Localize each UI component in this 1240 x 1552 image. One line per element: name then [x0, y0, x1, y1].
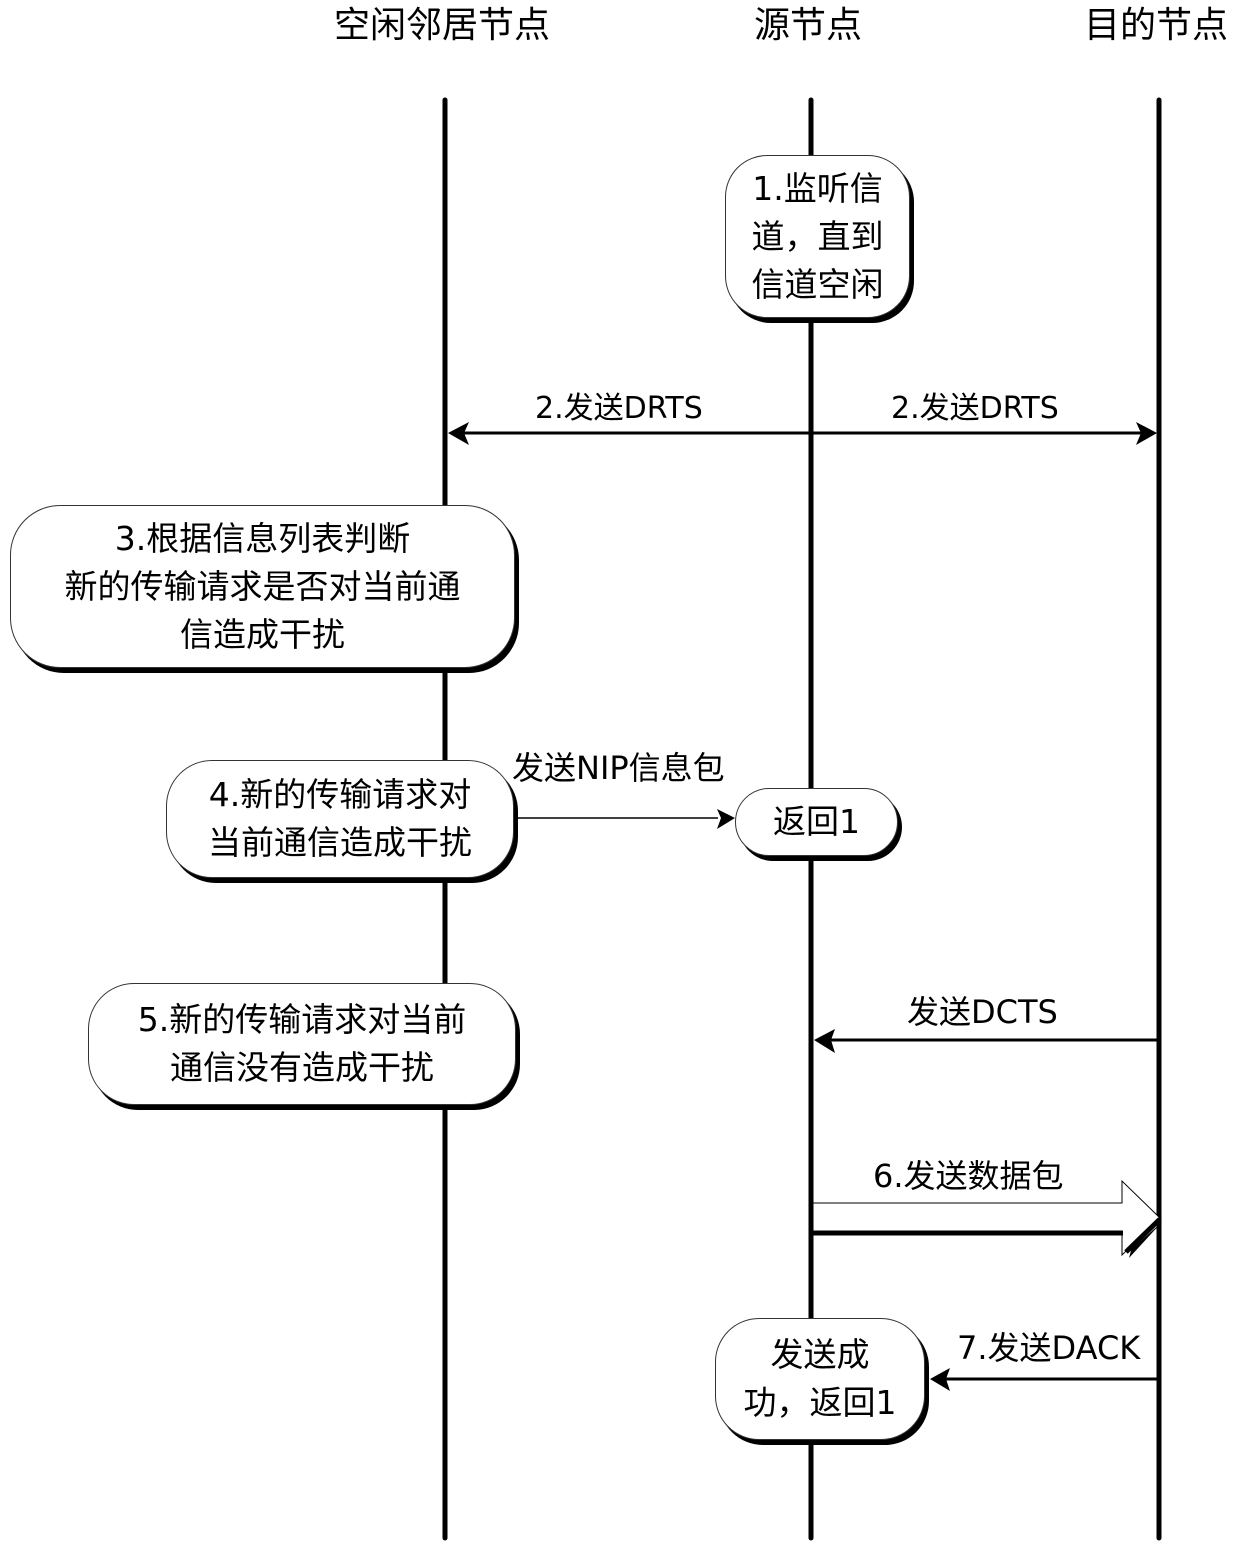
step7-dack-label: 7.发送DACK — [957, 1329, 1141, 1367]
step4-line-2: 当前通信造成干扰 — [208, 823, 472, 862]
dack-arrowhead — [930, 1368, 950, 1391]
step5-line-1: 5.新的传输请求对当前 — [137, 1000, 467, 1039]
data-packet-block-arrow — [812, 1179, 1162, 1258]
step3-judge-interference-box: 3.根据信息列表判断 新的传输请求是否对当前通 信造成干扰 — [10, 505, 515, 668]
success-return1-box: 发送成 功，返回1 — [715, 1318, 925, 1440]
dcts-label: 发送DCTS — [907, 993, 1058, 1031]
drts-label-right: 2.发送DRTS — [891, 391, 1059, 426]
drts-label-left: 2.发送DRTS — [535, 391, 703, 426]
success-line-2: 功，返回1 — [743, 1383, 897, 1422]
nip-label: 发送NIP信息包 — [512, 749, 725, 787]
step1-line-3: 信道空闲 — [751, 264, 884, 304]
drts-arrowhead-left — [448, 422, 469, 445]
return1-text: 返回1 — [773, 802, 860, 841]
lifeline-header-idle-neighbor: 空闲邻居节点 — [334, 5, 551, 46]
step5-no-interference-box: 5.新的传输请求对当前 通信没有造成干扰 — [88, 983, 516, 1105]
drts-arrowhead-right — [1136, 422, 1157, 445]
success-line-1: 发送成 — [770, 1335, 870, 1374]
dcts-arrowhead — [814, 1029, 835, 1053]
step6-data-packet-label: 6.发送数据包 — [873, 1157, 1064, 1195]
step4-line-1: 4.新的传输请求对 — [208, 775, 472, 814]
step1-line-1: 1.监听信 — [752, 168, 883, 208]
lifeline-header-destination: 目的节点 — [1084, 5, 1229, 46]
step3-line-3: 信造成干扰 — [180, 614, 345, 654]
step3-line-2: 新的传输请求是否对当前通 — [64, 566, 461, 606]
nip-arrowhead — [717, 809, 735, 829]
step4-interference-box: 4.新的传输请求对 当前通信造成干扰 — [166, 760, 514, 878]
lifeline-header-source: 源节点 — [754, 5, 863, 46]
step3-line-1: 3.根据信息列表判断 — [114, 518, 411, 558]
step5-line-2: 通信没有造成干扰 — [170, 1048, 434, 1087]
step1-listen-channel-box: 1.监听信 道，直到 信道空闲 — [725, 155, 910, 318]
step1-line-2: 道，直到 — [751, 216, 884, 256]
return1-box: 返回1 — [735, 788, 898, 856]
